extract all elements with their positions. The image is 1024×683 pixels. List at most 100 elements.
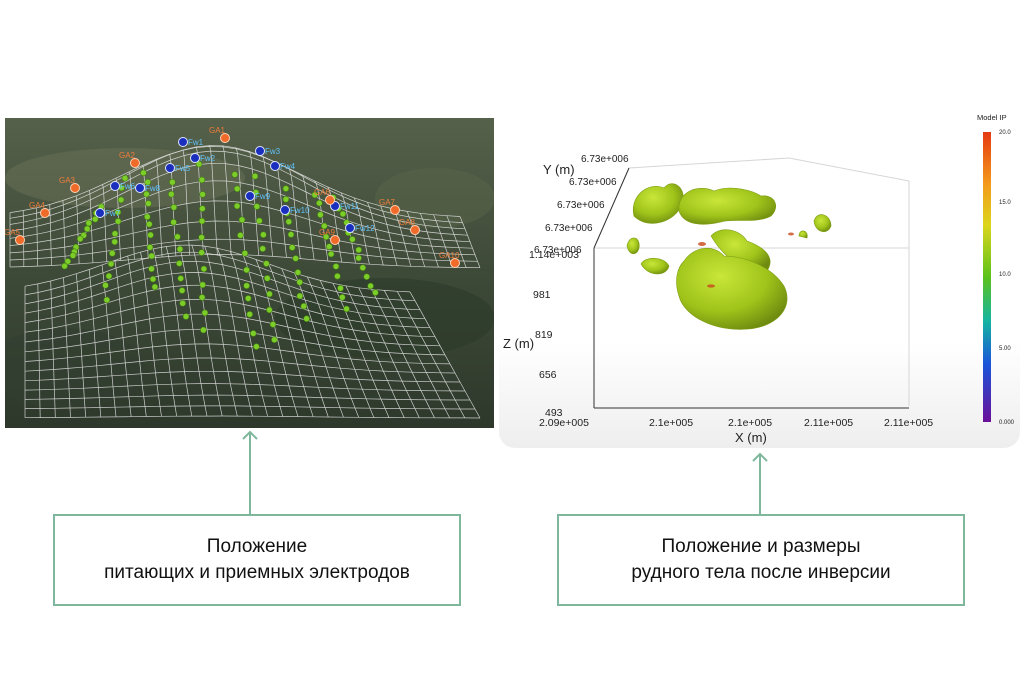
receiving-electrode-marker [178, 287, 186, 294]
receiving-electrode-marker [355, 254, 362, 262]
feeding-electrode-label: GA4 [29, 201, 46, 210]
receiving-electrode-marker [147, 231, 154, 239]
receiving-electrode-marker [259, 245, 267, 252]
receiving-electrode-marker [315, 199, 323, 207]
blue-electrode-label: Fw7 [105, 209, 121, 218]
receiving-electrode-marker [76, 235, 84, 243]
feeding-electrode-label: GA9 [319, 228, 336, 237]
receiving-electrode-marker [149, 275, 157, 283]
x-tick-label: 2.09e+005 [539, 417, 589, 429]
receiving-electrode-marker [114, 208, 122, 216]
receiving-electrode-marker [144, 178, 151, 186]
feeding-electrode-marker [410, 225, 420, 235]
receiving-electrode-marker [145, 200, 152, 207]
left-arrow [242, 430, 258, 516]
receiving-electrode-marker [363, 273, 371, 280]
caption-orebody: Положение и размеры рудного тела после и… [557, 514, 965, 606]
receiving-electrode-marker [85, 219, 93, 227]
y-axis-label: Y (m) [543, 162, 575, 177]
y-tick-label: 6.73e+006 [534, 245, 582, 256]
receiving-electrode-marker [91, 215, 99, 223]
receiving-electrode-marker [282, 196, 290, 203]
receiving-electrode-marker [174, 233, 181, 241]
receiving-electrode-marker [195, 160, 203, 168]
receiving-electrode-marker [237, 232, 244, 239]
receiving-electrode-marker [143, 190, 150, 198]
z-tick-label: 981 [533, 289, 551, 301]
receiving-electrode-marker [151, 283, 159, 291]
receiving-electrode-marker [198, 249, 205, 256]
receiving-electrode-marker [169, 178, 176, 186]
receiving-electrode-marker [253, 343, 260, 350]
receiving-electrode-marker [179, 300, 186, 307]
receiving-electrode-marker [148, 265, 155, 273]
feeding-electrode-label: GA8 [399, 218, 416, 227]
receiving-electrode-marker [260, 231, 267, 238]
blue-electrode-label: Fw9 [255, 192, 271, 201]
feeding-electrode-label: GA1 [209, 126, 226, 135]
receiving-electrode-marker [109, 250, 116, 257]
receiving-electrode-marker [102, 282, 109, 289]
receiving-electrode-marker [327, 250, 335, 258]
blue-electrode-marker [270, 161, 280, 171]
blue-electrode-marker [95, 208, 105, 218]
receiving-electrode-marker [148, 252, 155, 260]
feeding-electrode-label: GA2 [119, 151, 136, 160]
z-tick-label: 1.14e+003 [529, 249, 579, 261]
receiving-electrode-marker [103, 296, 111, 304]
feeding-electrode-marker [130, 158, 140, 168]
feeding-electrode-marker [40, 208, 50, 218]
receiving-electrode-marker [300, 302, 308, 310]
receiving-electrode-marker [372, 289, 379, 296]
receiving-electrode-marker [83, 225, 91, 233]
receiving-electrode-marker [263, 275, 271, 282]
blue-electrode-marker [135, 183, 145, 193]
receiving-electrode-marker [199, 205, 206, 212]
colorbar-tick-label: 0.000 [999, 420, 1015, 426]
receiving-electrode-marker [200, 326, 207, 334]
receiving-electrode-marker [263, 260, 270, 267]
receiving-electrode-marker [241, 250, 249, 257]
receiving-electrode-marker [317, 211, 324, 218]
receiving-electrode-marker [288, 244, 296, 251]
feeding-electrode-label: GA3 [59, 176, 76, 185]
receiving-electrode-marker [244, 295, 252, 302]
colorbar-tick-label: 5.00 [999, 346, 1011, 352]
receiving-electrode-marker [168, 190, 175, 198]
receiving-electrode-marker [359, 264, 367, 271]
blue-electrode-label: Fw4 [280, 162, 296, 171]
receiving-electrode-marker [146, 244, 154, 251]
receiving-electrode-marker [176, 245, 184, 253]
receiving-electrode-marker [282, 185, 290, 192]
receiving-electrode-marker [170, 218, 177, 226]
z-tick-label: 819 [535, 329, 553, 341]
receiving-electrode-marker [69, 252, 77, 259]
receiving-electrode-marker [198, 176, 206, 184]
receiving-electrode-marker [325, 243, 333, 250]
receiving-electrode-marker [198, 294, 206, 301]
receiving-electrode-marker [287, 231, 295, 238]
receiving-electrode-marker [367, 282, 374, 290]
receiving-electrode-marker [199, 281, 206, 289]
receiving-electrode-marker [198, 234, 205, 241]
blue-electrode-marker [110, 181, 120, 191]
colorbar [983, 132, 991, 422]
feeding-electrode-marker [450, 258, 460, 268]
receiving-electrode-marker [238, 216, 246, 224]
blue-electrode-marker [165, 163, 175, 173]
blue-electrode-label: Fw1 [188, 138, 204, 147]
receiving-electrode-marker [337, 284, 344, 292]
feeding-electrode-label: GA5 [5, 228, 21, 237]
receiving-electrode-marker [296, 292, 304, 300]
receiving-electrode-marker [243, 282, 250, 289]
receiving-electrode-marker [246, 311, 253, 318]
receiving-electrode-marker [121, 174, 129, 182]
receiving-electrode-marker [170, 204, 178, 211]
receiving-electrode-marker [201, 309, 209, 317]
receiving-electrode-marker [322, 233, 330, 241]
feeding-electrode-marker [220, 133, 230, 143]
x-axis-label: X (m) [735, 430, 767, 445]
